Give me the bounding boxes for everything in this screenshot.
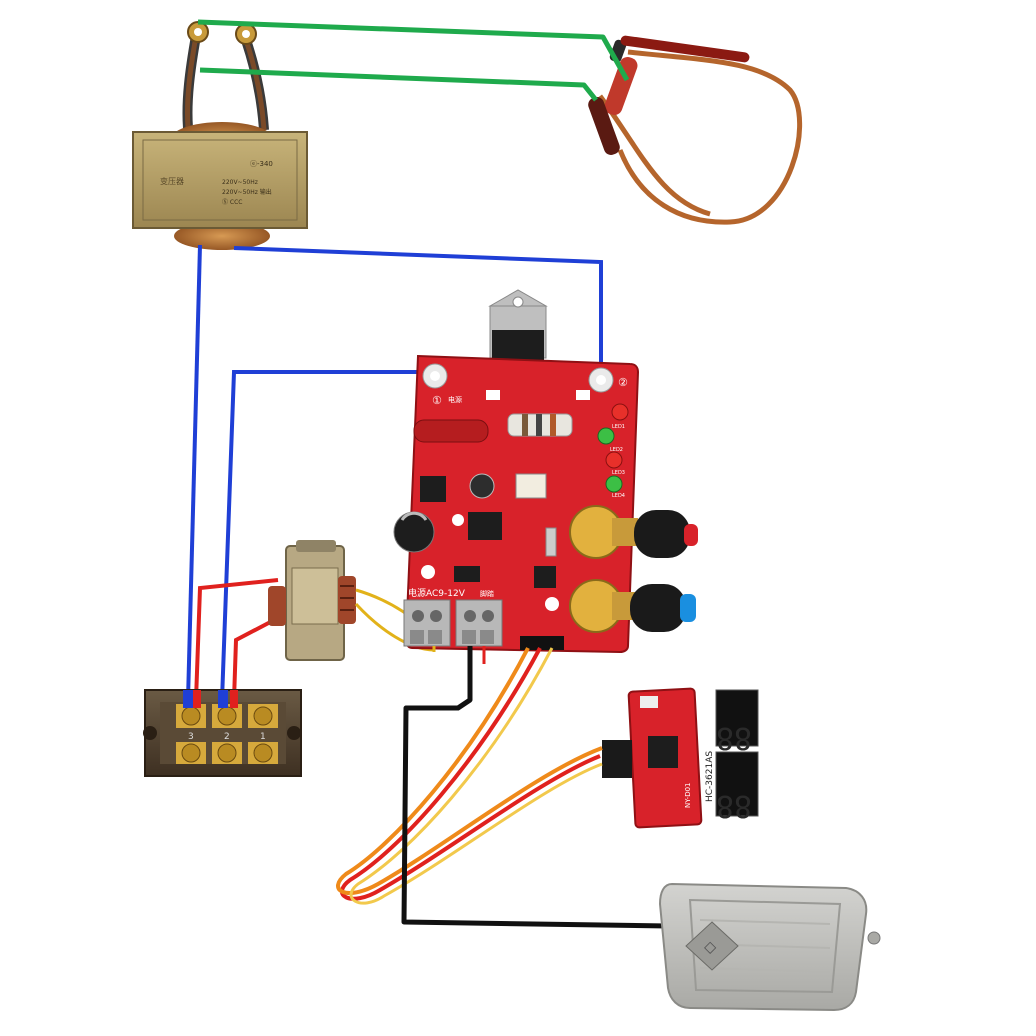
transformer-plate-line-2: 220V~50Hz 输出	[222, 188, 272, 196]
ic-chip	[468, 512, 502, 540]
power-label: 电源AC9-12V	[408, 587, 466, 599]
display-model: NY-D01	[684, 782, 692, 808]
relay	[413, 419, 489, 443]
pedal-logo-text: ◇	[704, 937, 717, 956]
display-ribbon-cable	[336, 647, 603, 905]
display-bottom: 88	[715, 751, 759, 823]
led-4-label: LED4	[612, 493, 625, 499]
pot-time[interactable]	[569, 505, 698, 559]
led-3-label: LED3	[612, 470, 625, 476]
transformer-plate-top: ⓔ-340	[250, 160, 273, 168]
transformer-plate-small: Ⓢ CCC	[222, 198, 242, 206]
transformer-plate-line-1: 220V~50Hz	[222, 179, 258, 186]
control-board: ① ② 电源 LED1 LED2 LED3 LED4	[393, 289, 698, 654]
wire-green-top	[197, 19, 630, 82]
terminal-2-label: ②	[618, 376, 628, 389]
switch-terminal	[455, 599, 503, 647]
board-silk-top: 电源	[448, 395, 462, 404]
silk-pad	[486, 390, 500, 400]
weld-pen-2	[588, 97, 620, 155]
led-1	[611, 403, 629, 421]
wire-red-1	[194, 578, 279, 701]
terminal-screw-2	[212, 704, 242, 764]
led-2	[597, 427, 615, 445]
led-2-label: LED2	[610, 447, 623, 453]
wire-blue-primary-1	[186, 244, 202, 701]
wire-blue-primary-2	[233, 246, 603, 380]
display-code: HC-3621AS	[705, 751, 715, 802]
led-1-label: LED1	[612, 424, 625, 430]
switch-label: 脚踏	[480, 589, 494, 598]
wire-blue-board	[220, 370, 435, 701]
capacitor-large	[393, 511, 435, 553]
terminal-screw-1	[248, 704, 278, 764]
led-3	[605, 451, 623, 469]
display-digits-bottom: 88	[716, 788, 752, 823]
weld-pen-1	[604, 56, 638, 116]
foot-pedal[interactable]: ◇	[658, 882, 881, 1012]
led-4	[605, 475, 623, 493]
terminal-number-1: 1	[260, 732, 266, 742]
display-connector	[520, 636, 564, 650]
wire-black-footswitch	[401, 646, 669, 929]
main-transformer: ⓔ-340 220V~50Hz 220V~50Hz 输出 Ⓢ CCC 变压器	[132, 21, 308, 250]
knob-blue[interactable]	[630, 584, 686, 632]
display-digits-top: 88	[716, 720, 752, 755]
knob-red[interactable]	[634, 510, 690, 558]
control-transformer	[268, 540, 356, 661]
display-connector-housing	[602, 740, 632, 778]
terminal-number-2: 2	[224, 732, 230, 742]
ic-chip-2	[534, 566, 556, 588]
pin-header	[545, 527, 557, 557]
transformer-core	[132, 131, 308, 229]
weld-pen-leads	[588, 35, 803, 225]
transistor	[454, 566, 480, 582]
terminal-1-label: ①	[432, 394, 442, 407]
wire-red-2	[232, 616, 279, 701]
power-terminal	[403, 599, 451, 647]
transformer-plate-hanzi: 变压器	[160, 176, 184, 186]
optocoupler	[515, 473, 547, 499]
terminal-number-3: 3	[188, 732, 194, 742]
pedal-logo	[685, 921, 739, 971]
wire-green-bottom	[199, 67, 598, 102]
mosfet	[420, 476, 446, 502]
display-module: NY-D01 HC-3621AS 88 88	[602, 687, 759, 829]
display-top: 88	[715, 689, 759, 755]
capacitor-small	[469, 473, 495, 499]
pot-current[interactable]	[569, 579, 696, 633]
